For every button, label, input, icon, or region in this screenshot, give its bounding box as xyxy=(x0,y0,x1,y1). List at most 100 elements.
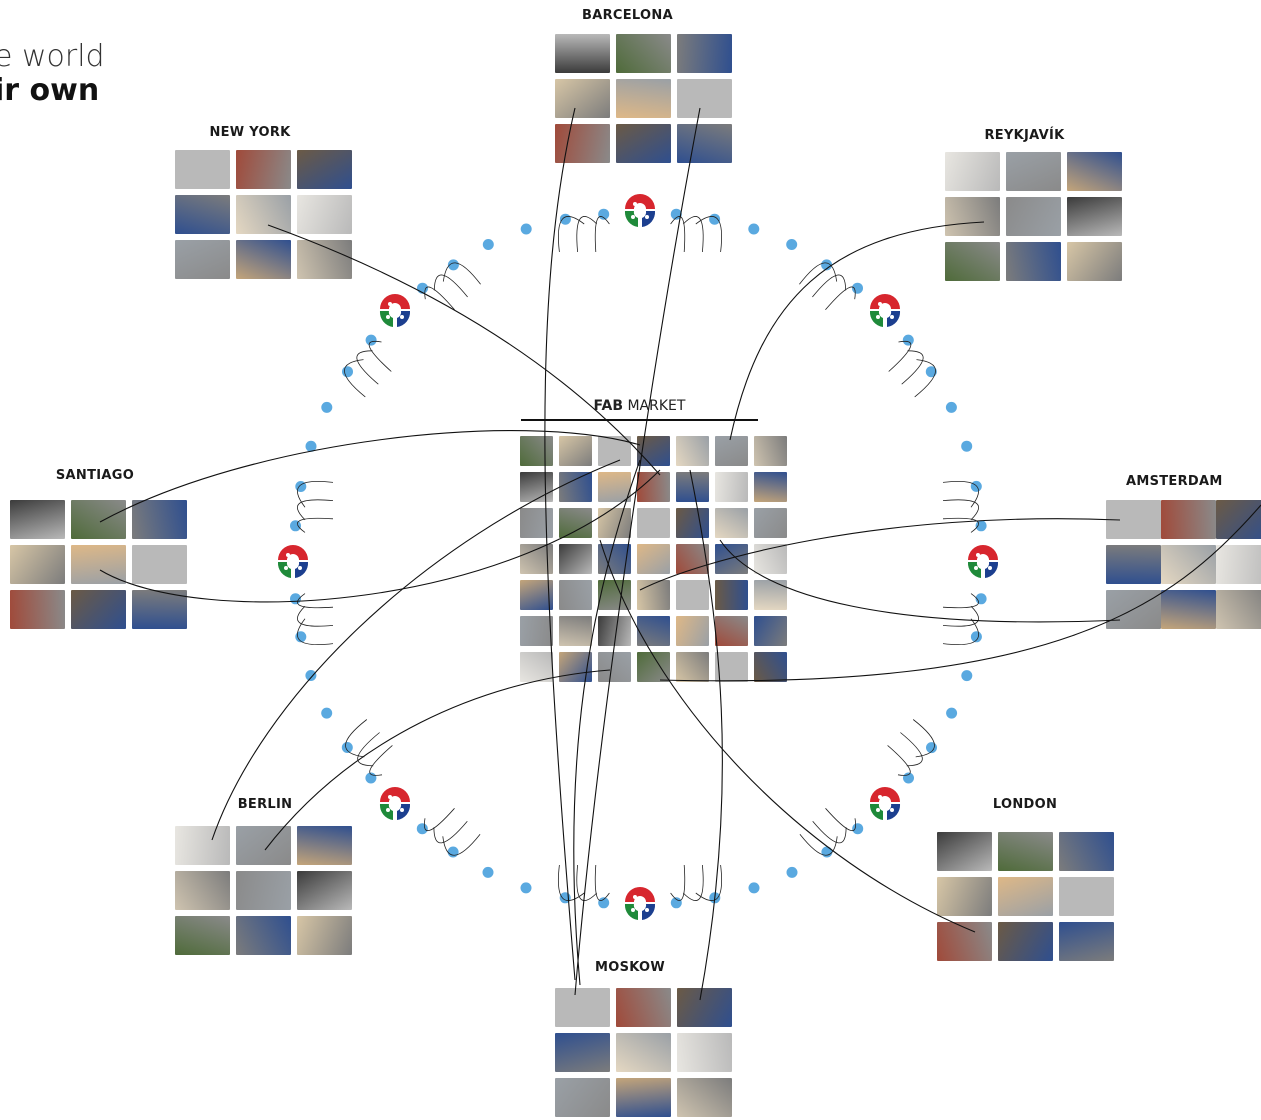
connection-arc xyxy=(942,618,979,645)
connection-arc xyxy=(942,481,979,508)
connection-arc xyxy=(799,262,838,285)
product-image xyxy=(236,826,291,865)
market-product-image xyxy=(559,508,592,538)
product-image xyxy=(132,500,187,539)
network-node xyxy=(305,440,317,452)
network-node xyxy=(786,866,798,878)
product-image xyxy=(175,195,230,234)
connection-arc xyxy=(297,593,334,609)
product-image xyxy=(677,1078,732,1117)
market-product-image xyxy=(520,580,553,610)
fablab-logo-icon xyxy=(867,294,903,330)
connection-arc xyxy=(297,605,334,627)
product-image xyxy=(616,988,671,1027)
connection-arc xyxy=(576,216,598,253)
market-product-image xyxy=(715,436,748,466)
network-node xyxy=(946,707,958,719)
market-product-image xyxy=(598,544,631,574)
connection-arc xyxy=(297,499,334,521)
product-image xyxy=(1067,152,1122,191)
connection-arc xyxy=(558,864,585,901)
connection-arc xyxy=(812,274,847,298)
product-grid-london xyxy=(937,832,1114,961)
connection-line xyxy=(99,430,641,523)
market-product-image xyxy=(715,472,748,502)
product-image xyxy=(175,150,230,189)
connection-arc xyxy=(682,864,704,901)
connection-arc xyxy=(914,359,936,398)
connection-arc xyxy=(297,481,334,508)
connection-arc xyxy=(433,821,468,844)
product-image xyxy=(555,1033,610,1072)
market-product-image xyxy=(559,616,592,646)
product-image xyxy=(1106,545,1161,584)
product-grid-reykjavik xyxy=(945,152,1122,281)
product-image xyxy=(616,124,671,163)
product-image xyxy=(236,150,291,189)
fablab-logo-icon xyxy=(867,787,903,823)
network-node xyxy=(520,882,532,894)
product-image xyxy=(132,545,187,584)
product-image xyxy=(616,1078,671,1117)
market-product-image xyxy=(754,616,787,646)
market-product-image xyxy=(559,580,592,610)
connection-arc xyxy=(433,274,468,298)
network-node xyxy=(786,239,798,250)
connection-arc xyxy=(594,216,610,253)
connection-arc xyxy=(369,745,393,776)
product-image xyxy=(677,79,732,118)
network-node xyxy=(447,259,459,271)
market-product-image xyxy=(520,508,553,538)
market-title: FAB MARKET xyxy=(521,398,758,414)
market-product-image xyxy=(637,616,670,646)
intro-line-2: ir own xyxy=(0,73,100,108)
product-image xyxy=(945,197,1000,236)
product-image xyxy=(945,242,1000,281)
connection-arc xyxy=(558,216,585,253)
city-label-berlin: BERLIN xyxy=(237,797,293,812)
product-image xyxy=(1006,197,1061,236)
connection-line xyxy=(719,539,1121,623)
connection-arc xyxy=(825,808,857,832)
connection-arc xyxy=(825,286,856,311)
market-product-image xyxy=(559,436,592,466)
network-node xyxy=(821,259,833,271)
market-product-image xyxy=(754,436,787,466)
city-label-reykjavik: REYKJAVÍK xyxy=(984,128,1065,143)
market-product-image xyxy=(598,508,631,538)
product-image xyxy=(236,916,291,955)
connection-line xyxy=(573,459,641,986)
fablab-logo-icon xyxy=(622,194,658,230)
market-product-image xyxy=(637,580,670,610)
connection-line xyxy=(211,459,621,841)
product-image xyxy=(236,240,291,279)
product-image xyxy=(1067,197,1122,236)
connection-line xyxy=(267,224,661,476)
product-image xyxy=(1161,500,1216,539)
product-image xyxy=(937,922,992,961)
product-image xyxy=(555,124,610,163)
connection-line xyxy=(264,669,611,851)
product-grid-santiago xyxy=(10,500,187,629)
product-image xyxy=(555,79,610,118)
product-image xyxy=(10,545,65,584)
product-image xyxy=(555,988,610,1027)
market-product-image xyxy=(715,652,748,682)
market-product-image xyxy=(676,580,709,610)
market-product-image xyxy=(676,652,709,682)
fablab-logo-icon xyxy=(275,545,311,581)
product-image xyxy=(297,916,352,955)
market-product-image xyxy=(559,652,592,682)
market-product-image xyxy=(676,508,709,538)
market-title-rule xyxy=(521,419,758,421)
connection-arc xyxy=(901,350,924,385)
network-node xyxy=(970,631,982,643)
connection-line xyxy=(544,107,576,981)
market-product-image xyxy=(754,652,787,682)
connection-arc xyxy=(424,286,455,311)
connection-arc xyxy=(442,833,481,856)
product-image xyxy=(677,124,732,163)
product-image xyxy=(677,1033,732,1072)
network-node xyxy=(321,401,333,413)
fablab-logo-icon xyxy=(965,545,1001,581)
